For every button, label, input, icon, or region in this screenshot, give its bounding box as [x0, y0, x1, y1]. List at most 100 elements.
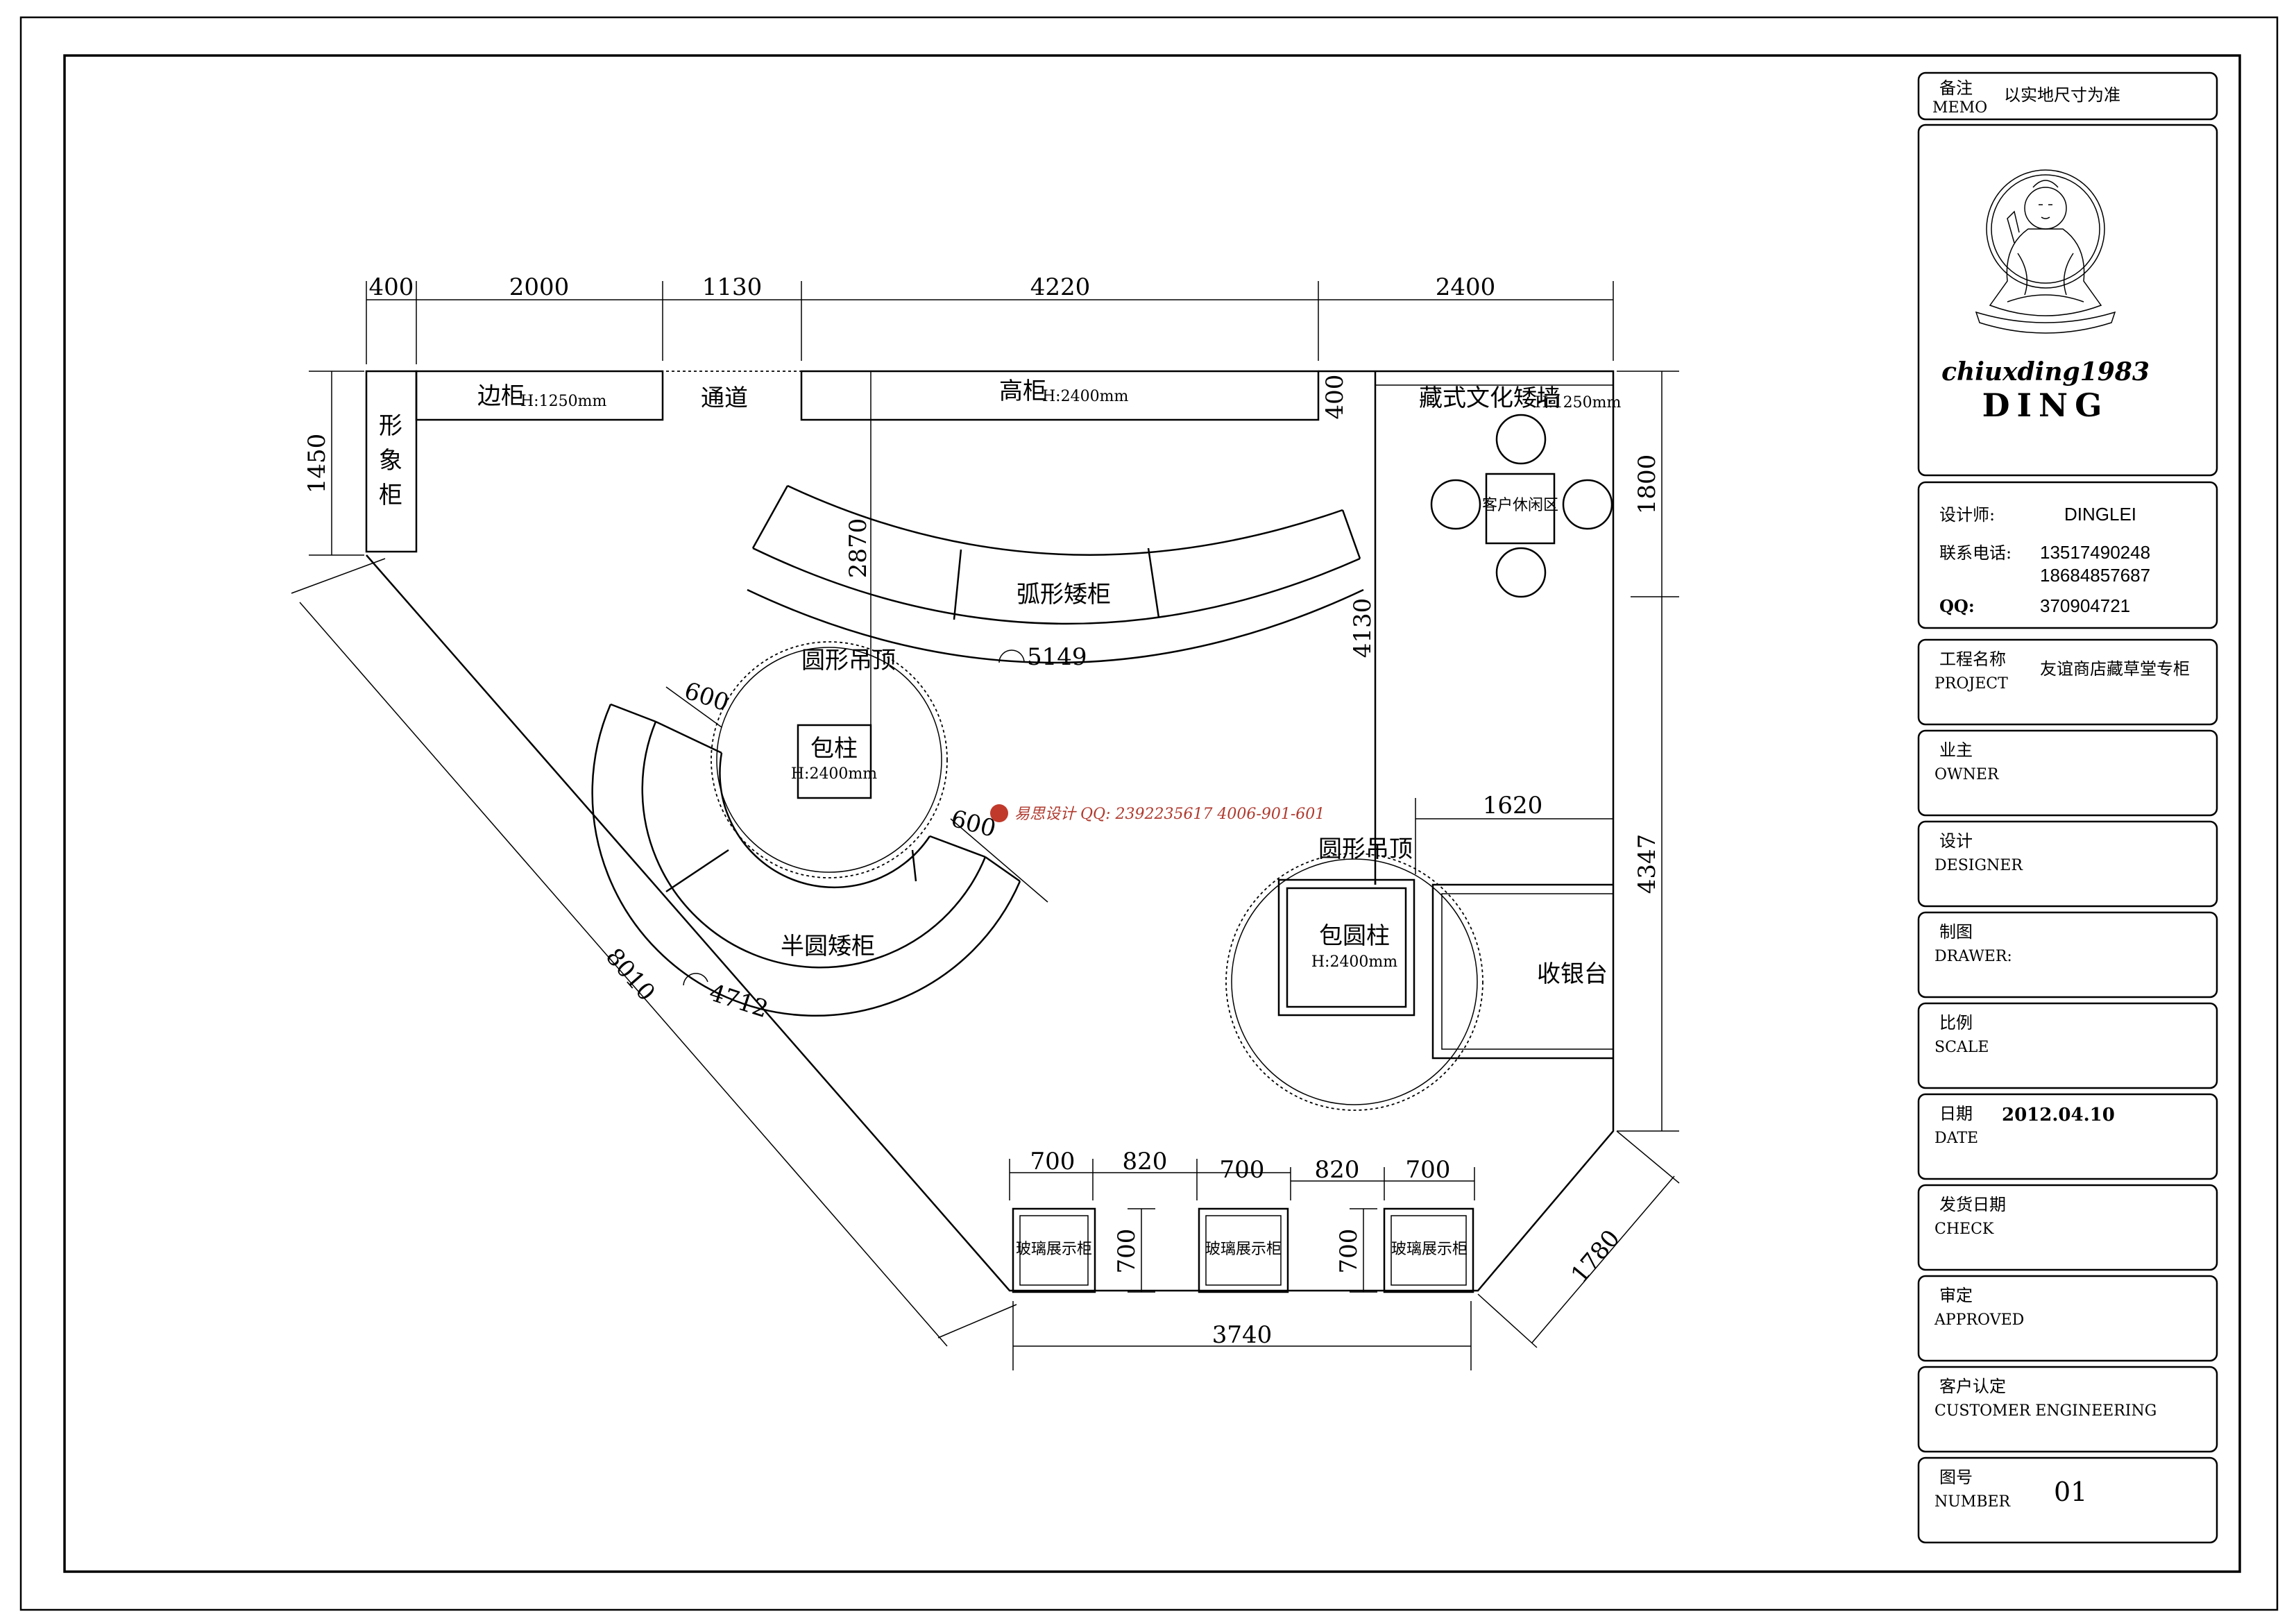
- title-block-row-label-cn: 发货日期: [1939, 1195, 2006, 1214]
- right-dimensions: 1800 4347: [1617, 371, 1679, 1132]
- cashier-counter: 1620 收银台: [1415, 792, 1613, 1060]
- lounge-label: 客户休闲区: [1482, 497, 1558, 514]
- dim-diag-8010: 8010: [600, 943, 661, 1007]
- title-block-row-label-en: CUSTOMER ENGINEERING: [1934, 1402, 2157, 1420]
- contact-box: [1917, 481, 2218, 629]
- glass-case-2-label: 玻璃展示柜: [1205, 1241, 1282, 1258]
- top-dimension-chain: 400 2000 1130 4220 2400: [366, 273, 1614, 364]
- passage-label: 通道: [701, 384, 748, 412]
- lounge-seat-right: [1562, 479, 1613, 530]
- dim-right-4347: 4347: [1633, 834, 1661, 894]
- round-pillar-height: H:2400mm: [1311, 953, 1397, 971]
- sheet-inner-border: [63, 54, 2241, 1573]
- dim-4130-line: 4130: [1349, 598, 1377, 658]
- title-block-row-value: 2012.04.10: [2002, 1105, 2115, 1125]
- title-block-row-value: 01: [2054, 1477, 2087, 1507]
- watermark-logo-icon: [990, 804, 1008, 822]
- title-block-row-label-en: APPROVED: [1934, 1311, 2024, 1329]
- dim-diag-1780: 1780: [1565, 1225, 1625, 1289]
- dim-top-400: 400: [369, 273, 414, 301]
- round-pillar-label: 包圆柱: [1319, 922, 1390, 950]
- watermark-text: 易思设计 QQ: 2392235617 4006-901-601: [1014, 806, 1325, 823]
- memo-label-en: MEMO: [1932, 99, 1987, 117]
- title-block-row-label-cn: 日期: [1939, 1104, 1973, 1123]
- dim-3740: 3740: [1212, 1321, 1273, 1349]
- arc-low-cabinet: 弧形矮柜 5149: [747, 484, 1364, 671]
- dim-bottom-700-3: 700: [1406, 1156, 1451, 1184]
- title-block-row-label-cn: 客户认定: [1939, 1377, 2006, 1396]
- left-dimension: 1450: [303, 371, 364, 556]
- lounge-seat-left: [1430, 479, 1481, 530]
- title-block-row-label-en: SCALE: [1934, 1039, 1989, 1056]
- phone-1: 13517490248: [2040, 542, 2150, 563]
- arc-dim-4712: 4712: [706, 979, 772, 1024]
- dim-top-2400: 2400: [1436, 273, 1496, 301]
- diag-dimension-left: 8010: [291, 558, 1017, 1347]
- title-block-row-label-cn: 业主: [1939, 740, 1973, 760]
- customer-lounge: 客户休闲区: [1430, 414, 1613, 598]
- ceiling-2-label: 圆形吊顶: [1318, 835, 1413, 863]
- watermark: 易思设计 QQ: 2392235617 4006-901-601: [990, 804, 1325, 823]
- title-block-row-box: [1917, 1275, 2218, 1362]
- logo-text-2: DING: [1982, 386, 2109, 424]
- dim-left-1450: 1450: [303, 434, 331, 494]
- arc-cabinet-label: 弧形矮柜: [1017, 581, 1111, 609]
- lounge-seat-bottom: [1495, 547, 1547, 598]
- title-block-row-label-en: DESIGNER: [1934, 857, 2023, 874]
- semi-cabinet-label: 半圆矮柜: [781, 933, 875, 960]
- dim-600-a: 600: [681, 677, 732, 717]
- circular-ceiling-2: 圆形吊顶 包圆柱 H:2400mm: [1225, 835, 1483, 1111]
- title-block-row-label-en: DRAWER:: [1934, 948, 2012, 965]
- dim-bottom-820-2: 820: [1315, 1156, 1360, 1184]
- title-block-row-label-en: PROJECT: [1934, 675, 2008, 692]
- high-cabinet: 高柜 H:2400mm 400: [800, 370, 1381, 421]
- high-cabinet-label: 高柜: [999, 377, 1046, 405]
- title-block-row-box: [1917, 1366, 2218, 1453]
- title-block-row-value: 友谊商店藏草堂专柜: [2040, 659, 2190, 679]
- round-pillar-outer: [1277, 878, 1415, 1017]
- dim-top-4220: 4220: [1030, 273, 1091, 301]
- title-block-row-label-cn: 图号: [1939, 1468, 1973, 1487]
- title-block: 备注 MEMO 以实地尺寸为准 chiuxding1983 DING 设计师: …: [1917, 71, 2218, 1544]
- title-block-row-box: [1917, 820, 2218, 908]
- tibet-wall-height: H:1250mm: [1535, 394, 1621, 411]
- memo-label: 备注: [1939, 78, 1973, 98]
- phone-2: 18684857687: [2040, 565, 2150, 586]
- title-block-row-label-cn: 设计: [1939, 831, 1973, 851]
- dim-bottom-700-2: 700: [1220, 1156, 1265, 1184]
- plan: 400 2000 1130 4220 2400 1450 1800 4347: [291, 273, 1680, 1370]
- buddha-logo-icon: [1975, 169, 2116, 334]
- pillar-label: 包柱: [810, 735, 858, 763]
- round-pillar-inner: [1286, 887, 1407, 1008]
- glass-case-3-label: 玻璃展示柜: [1391, 1241, 1468, 1258]
- side-cabinet: 边柜 H:1250mm: [415, 370, 664, 421]
- memo-box: [1917, 71, 2218, 121]
- pillar-height: H:2400mm: [791, 765, 877, 783]
- title-block-row-label-cn: 审定: [1939, 1286, 1973, 1305]
- memo-value: 以实地尺寸为准: [2004, 85, 2120, 105]
- image-cabinet-char-1: 形: [379, 412, 402, 440]
- title-block-row-box: [1917, 1456, 2218, 1544]
- qq-label: QQ:: [1939, 596, 1975, 616]
- tibet-wall-label: 藏式文化矮墙: [1419, 384, 1561, 412]
- lounge-seat-top: [1495, 414, 1547, 465]
- title-block-row-label-cn: 比例: [1939, 1013, 1973, 1033]
- high-cabinet-height: H:2400mm: [1042, 388, 1128, 405]
- dim-high-400: 400: [1321, 375, 1349, 420]
- title-block-row-label-en: OWNER: [1934, 766, 2000, 783]
- title-block-rows: 工程名称PROJECT友谊商店藏草堂专柜业主OWNER设计DESIGNER制图D…: [1917, 638, 2218, 1544]
- side-cabinet-label: 边柜: [477, 382, 525, 410]
- dim-4130: 4130: [1349, 598, 1377, 658]
- dim-top-2000: 2000: [509, 273, 570, 301]
- title-block-row-box: [1917, 1184, 2218, 1271]
- title-block-row-box: [1917, 638, 2218, 726]
- qq-value: 370904721: [2040, 595, 2130, 616]
- dim-700-v1: 700: [1113, 1229, 1141, 1274]
- title-block-row-label-en: DATE: [1934, 1130, 1978, 1147]
- dim-2870-line: 2870: [844, 371, 872, 725]
- designer-value: DINGLEI: [2064, 504, 2136, 525]
- logo-text-1: chiuxding1983: [1941, 357, 2150, 386]
- glass-display-cases: 700 820 700 820 700 玻璃展示柜 玻璃展示柜 玻璃展示柜 70…: [1009, 1148, 1475, 1370]
- tibet-culture-wall: 藏式文化矮墙 H:1250mm: [1374, 371, 1621, 885]
